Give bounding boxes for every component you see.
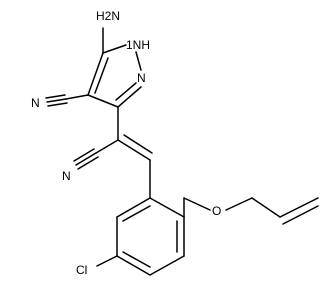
bond-pyrazole-c5-n1 — [102, 44, 127, 54]
bond-pyrazole-n2-c3 — [117, 86, 142, 108]
bond-ch-ch2-terminal — [279, 197, 319, 218]
bond-pyrazole-n2-c3-double — [115, 82, 137, 101]
bond-alpha-cn-triple-1 — [75, 152, 97, 166]
bond-ar5-cl — [96, 255, 118, 267]
atom-label-ether-o: O — [212, 204, 221, 218]
bond-ch-ch2-terminal-double — [282, 205, 319, 225]
bond-pyrazole-c3-c4 — [87, 94, 119, 108]
bond-ar1-ar2 — [149, 197, 185, 218]
atom-label-nitrile-n-top: N — [31, 96, 40, 110]
bond-pyrazole-c4-c5 — [87, 52, 104, 96]
bond-alpha-cn — [95, 139, 119, 154]
atom-label-amino: H2N — [96, 9, 120, 23]
bond-cn-triple-3 — [47, 102, 68, 107]
bond-o-ch2 — [225, 197, 253, 211]
atom-label-nitrile-n-left: N — [62, 169, 71, 183]
bond-c4-cn — [65, 94, 89, 100]
atom-label-ring-nh: 1NH — [126, 38, 150, 52]
bond-alpha-beta — [117, 139, 151, 161]
atom-label-chlorine: Cl — [76, 263, 87, 277]
bond-alpha-beta-double — [123, 134, 153, 154]
bond-ar4-ar5 — [116, 255, 151, 276]
bond-alpha-cn-triple-2 — [73, 148, 95, 162]
bond-ar3-ar4 — [149, 255, 185, 276]
bond-ar6-ar1-double — [122, 205, 151, 222]
bond-ar6-ar1 — [116, 197, 151, 218]
bond-alpha-cn-triple-3 — [77, 156, 99, 170]
atom-label-ring-n: N — [137, 71, 146, 85]
bond-ar2-o-top — [183, 197, 211, 211]
bond-ar4-ar5-double — [122, 251, 151, 268]
bond-pyrazole-n1-n2 — [135, 51, 142, 71]
bond-cn-triple-2 — [45, 94, 66, 99]
bond-ch2-ch — [251, 197, 281, 218]
bond-pyrazole-c4-c5-double — [94, 57, 109, 94]
bond-cn-triple-1 — [46, 98, 67, 103]
